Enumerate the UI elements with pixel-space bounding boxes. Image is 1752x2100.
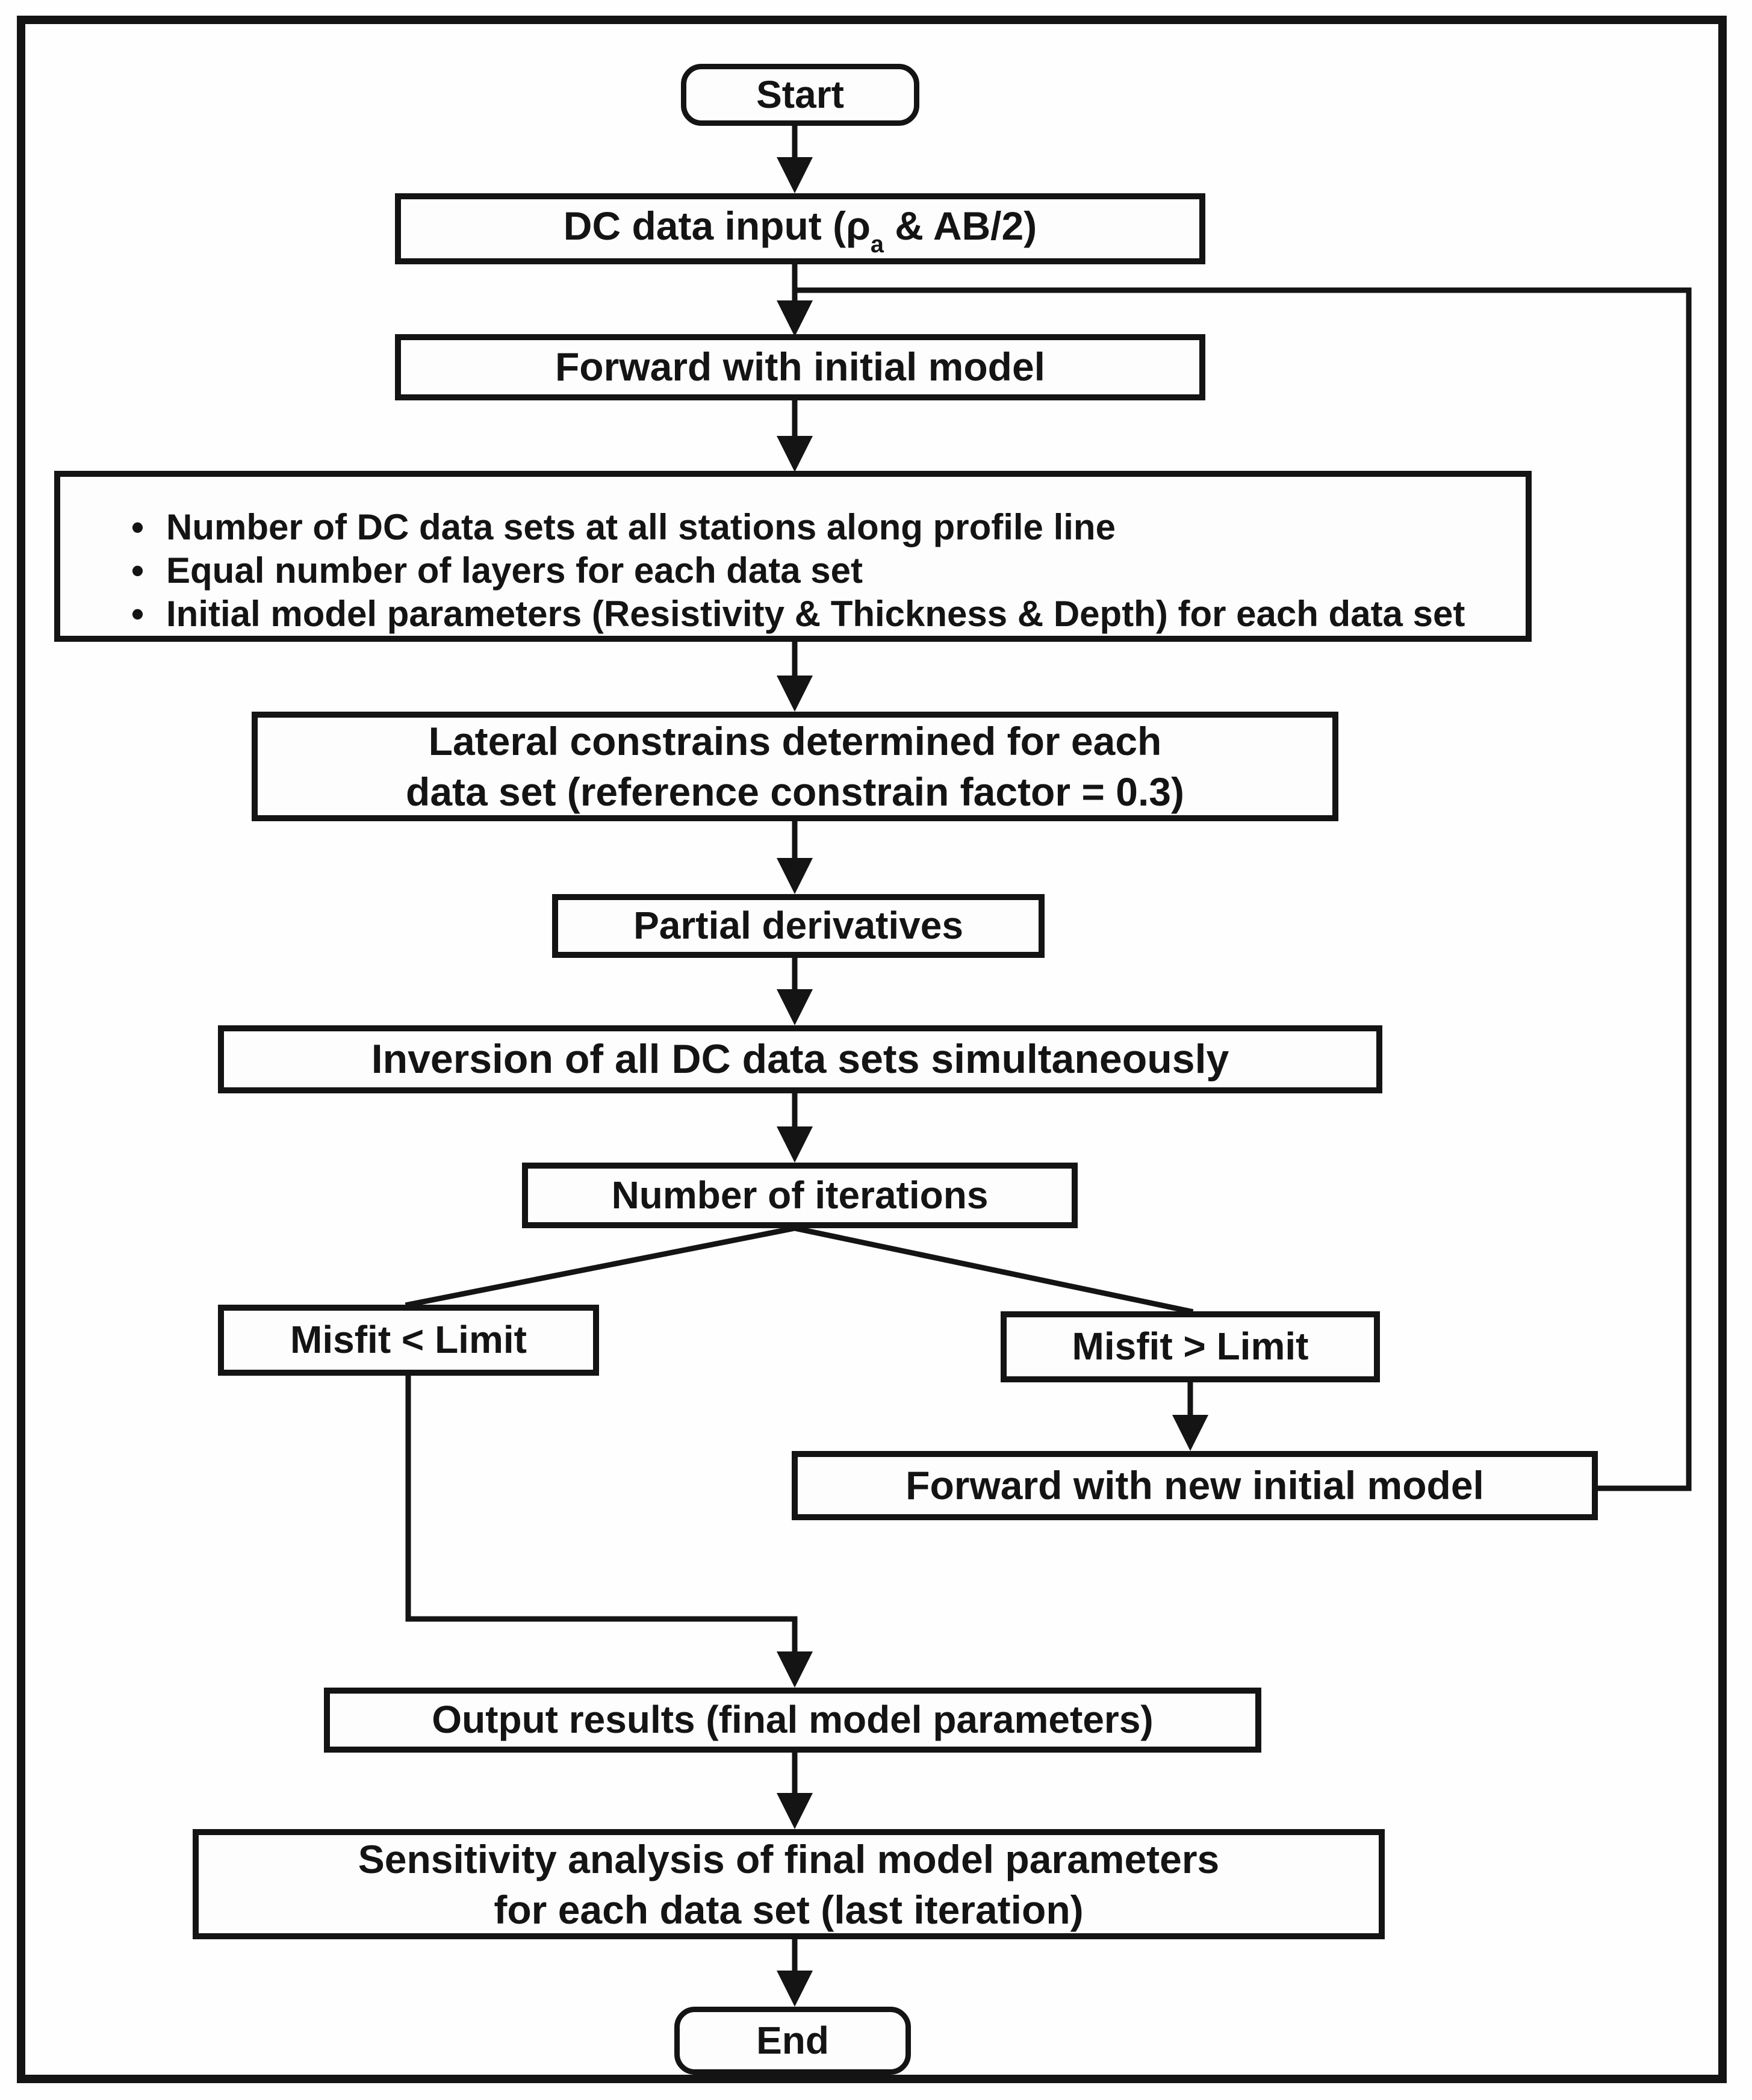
iterations-node: Number of iterations: [522, 1163, 1078, 1228]
start-label: Start: [756, 72, 844, 116]
misfit-above-limit-node: Misfit > Limit: [1001, 1311, 1380, 1382]
bullet-item-2-text: Equal number of layers for each data set: [166, 550, 863, 591]
inversion-label: Inversion of all DC data sets simultaneo…: [371, 1036, 1229, 1083]
arrowhead-dc-to-forward: [777, 300, 813, 337]
bullet-item-3: • Initial model parameters (Resistivity …: [131, 592, 1465, 636]
branch-to-misfit-below: [405, 1225, 798, 1308]
arrowhead-lateral-to-partial: [777, 858, 813, 894]
forward-new-model-node: Forward with new initial model: [792, 1451, 1598, 1520]
start-node: Start: [681, 64, 919, 126]
partial-derivatives-node: Partial derivatives: [552, 894, 1045, 958]
bullet-item-2: • Equal number of layers for each data s…: [131, 549, 863, 592]
branch-to-misfit-above: [791, 1225, 1194, 1315]
sensitivity-line1: Sensitivity analysis of final model para…: [358, 1836, 1220, 1881]
end-node: End: [674, 2007, 911, 2075]
bullet-item-1-text: Number of DC data sets at all stations a…: [166, 507, 1116, 547]
arrowhead-misfit-below-to-output: [777, 1651, 813, 1688]
forward-new-model-label: Forward with new initial model: [906, 1462, 1484, 1508]
lateral-constraints-node: Lateral constrains determined for each d…: [252, 712, 1338, 821]
dc-data-input-node: DC data input (ρa & AB/2): [395, 193, 1205, 264]
lateral-line1: Lateral constrains determined for each: [428, 719, 1162, 763]
rho-subscript: a: [870, 231, 884, 258]
arrowhead-sensitivity-to-end: [777, 1971, 813, 2007]
arrowhead-forward-to-setup: [777, 436, 813, 472]
forward-initial-model-node: Forward with initial model: [395, 334, 1205, 400]
arrowhead-start-to-dc: [777, 157, 813, 193]
arrowhead-misfit-above-to-forward-new: [1172, 1415, 1208, 1451]
arrowhead-inversion-to-iterations: [777, 1126, 813, 1163]
model-setup-node: • Number of DC data sets at all stations…: [54, 471, 1532, 642]
misfit-below-limit-node: Misfit < Limit: [218, 1305, 599, 1376]
misfit-above-limit-label: Misfit > Limit: [1072, 1325, 1309, 1368]
forward-initial-label: Forward with initial model: [554, 344, 1046, 390]
arrowhead-setup-to-lateral: [777, 676, 813, 712]
output-results-label: Output results (final model parameters): [432, 1698, 1154, 1742]
output-results-node: Output results (final model parameters): [324, 1688, 1261, 1753]
bullet-icon: •: [131, 594, 144, 634]
bullet-item-1: • Number of DC data sets at all stations…: [131, 506, 1116, 549]
arrowhead-output-to-sensitivity: [777, 1793, 813, 1829]
arrowhead-partial-to-inversion: [777, 989, 813, 1025]
bullet-icon: •: [131, 550, 144, 591]
inversion-node: Inversion of all DC data sets simultaneo…: [218, 1025, 1382, 1093]
lateral-line2: data set (reference constrain factor = 0…: [406, 769, 1184, 814]
partial-derivatives-label: Partial derivatives: [633, 904, 963, 948]
end-label: End: [756, 2018, 829, 2062]
sensitivity-line2: for each data set (last iteration): [494, 1887, 1084, 1932]
dc-data-input-label: DC data input (ρa & AB/2): [563, 203, 1037, 258]
sensitivity-analysis-node: Sensitivity analysis of final model para…: [193, 1829, 1385, 1939]
bullet-icon: •: [131, 507, 144, 547]
outer-border: [17, 16, 1727, 2083]
misfit-below-limit-label: Misfit < Limit: [290, 1318, 527, 1362]
iterations-label: Number of iterations: [611, 1173, 989, 1217]
bullet-item-3-text: Initial model parameters (Resistivity & …: [166, 594, 1465, 634]
